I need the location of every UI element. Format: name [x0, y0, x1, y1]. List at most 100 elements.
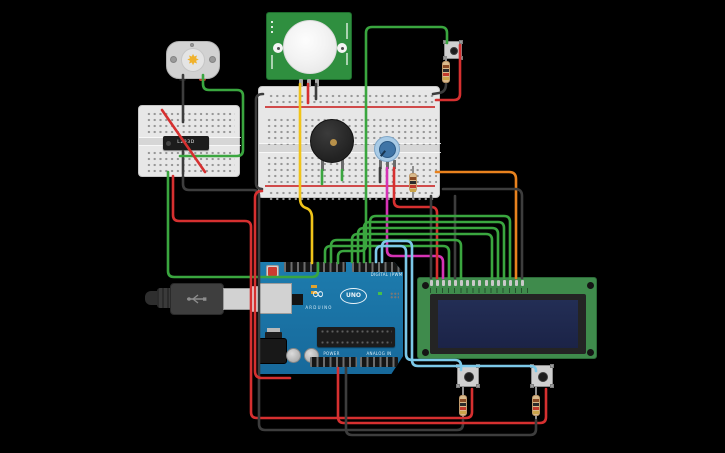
lcd-pin-7[interactable] — [466, 280, 470, 286]
resistor-band — [443, 77, 449, 80]
resistor-band — [533, 411, 539, 414]
usb-port — [258, 283, 292, 314]
breadboard-bottom-rail-line — [265, 185, 435, 187]
chip-notch — [166, 140, 171, 146]
wire-red-mini-diagonal[interactable] — [160, 108, 207, 174]
power-header[interactable] — [310, 357, 357, 367]
buzzer-leg-right — [341, 158, 344, 171]
resistor-band — [533, 399, 539, 402]
potentiometer[interactable] — [374, 136, 400, 162]
wire-red-5v-to-button2[interactable] — [336, 366, 548, 425]
wire-black-mini-to-resistor1[interactable] — [181, 174, 465, 432]
lcd-pins[interactable] — [418, 278, 598, 288]
digital-header-right[interactable] — [352, 262, 403, 272]
wire-magenta-pot-to-lcd3[interactable] — [385, 166, 445, 280]
wire-green-motor[interactable] — [178, 73, 245, 158]
lcd-pin-14[interactable] — [508, 280, 512, 286]
lcd-pin-11[interactable] — [490, 280, 494, 286]
wire-red-rail-to-arduino[interactable] — [253, 189, 292, 380]
pir-sensor[interactable] — [266, 12, 352, 87]
motor-hub — [181, 48, 205, 72]
breadboard-rows-bottom — [265, 154, 437, 183]
reset-button[interactable] — [268, 267, 277, 276]
wire-black-lcd16[interactable] — [441, 187, 524, 280]
resistor-top[interactable] — [442, 61, 450, 83]
resistor-left[interactable] — [459, 395, 467, 416]
regulator-tab — [267, 328, 280, 332]
wire-black-resistor-top[interactable] — [431, 82, 448, 96]
lcd-pin-2[interactable] — [436, 280, 440, 286]
pir-screw-left — [273, 43, 283, 53]
resistor-band — [410, 185, 416, 188]
buzzer-center-dot — [329, 138, 337, 146]
lcd-pin-5[interactable] — [454, 280, 458, 286]
arduino-uno-board[interactable]: DIGITAL (PWM~) ∞ ARDUINO UNO POWER ANALO… — [258, 262, 403, 374]
motor-mount-left — [170, 56, 177, 63]
lcd-screen — [438, 300, 578, 348]
resistor-band — [410, 177, 416, 180]
resistor-right[interactable] — [532, 395, 540, 416]
wire-black-rail-jumper[interactable] — [254, 92, 265, 191]
pir-screw-right — [337, 43, 347, 53]
lcd-pin-15[interactable] — [514, 280, 518, 286]
pot-pin-3 — [393, 160, 396, 169]
lcd-pin-13[interactable] — [502, 280, 506, 286]
on-led — [378, 292, 382, 295]
wire-red-mini-to-button1[interactable] — [171, 174, 474, 420]
resistor-band — [460, 399, 466, 402]
lcd-pin-8[interactable] — [472, 280, 476, 286]
lcd-pin-12[interactable] — [496, 280, 500, 286]
tx-led — [311, 285, 317, 288]
resistor-band — [443, 73, 449, 76]
arduino-model-badge: UNO — [340, 288, 367, 304]
usb-symbol-icon — [187, 294, 207, 304]
wire-black-gnd-to-resistor2[interactable] — [344, 366, 538, 437]
wire-green-lcd11[interactable] — [350, 232, 494, 280]
digital-header-left[interactable] — [284, 262, 346, 272]
wire-yellow-pir-signal[interactable] — [298, 82, 314, 265]
lcd-bezel — [430, 294, 586, 354]
wire-green-mini-to-arduino[interactable] — [166, 170, 320, 279]
lcd-pin-6[interactable] — [460, 280, 464, 286]
resistor-band — [533, 403, 539, 406]
pir-dome — [283, 20, 337, 74]
icsp-header — [390, 292, 399, 299]
wire-red-button-top[interactable] — [434, 43, 462, 102]
lcd-pin-3[interactable] — [442, 280, 446, 286]
lcd-display[interactable] — [417, 277, 597, 359]
resistor-band — [410, 189, 416, 192]
lcd-pin-10[interactable] — [484, 280, 488, 286]
wire-cyan-button2[interactable] — [380, 239, 538, 373]
wire-green-button-top[interactable] — [336, 25, 449, 265]
analog-pins-label: ANALOG IN — [366, 351, 392, 356]
resistor-band — [460, 411, 466, 414]
wire-green-lcd13[interactable] — [362, 220, 506, 280]
capacitor-1 — [286, 348, 301, 363]
smd-component — [292, 294, 303, 305]
wire-green-lcd14[interactable] — [368, 214, 512, 280]
resistor-band — [443, 69, 449, 72]
lcd-pin-16[interactable] — [520, 280, 524, 286]
lcd-pin-9[interactable] — [478, 280, 482, 286]
atmega-chip — [317, 327, 395, 347]
rx-led — [311, 291, 317, 294]
wire-red-to-lcd2[interactable] — [392, 166, 439, 280]
motor-top-nub — [190, 43, 194, 47]
lcd-pin-4[interactable] — [448, 280, 452, 286]
digital-pins-label: DIGITAL (PWM~) — [370, 272, 408, 277]
breadboard[interactable] — [258, 86, 441, 202]
analog-header[interactable] — [360, 357, 398, 367]
resistor-breadboard[interactable] — [409, 173, 417, 192]
piezo-buzzer[interactable] — [310, 119, 354, 163]
usb-strain-relief — [157, 288, 173, 308]
wire-cyan-button1[interactable] — [374, 244, 463, 372]
pot-pin-2 — [386, 160, 389, 169]
arduino-logo-icon: ∞ — [311, 284, 325, 303]
mini-breadboard-rows-bottom — [145, 149, 235, 175]
lcd-pin-1[interactable] — [430, 280, 433, 286]
wire-orange-lcd15[interactable] — [434, 170, 518, 280]
resistor-band — [460, 403, 466, 406]
resistor-band — [443, 65, 449, 68]
wire-green-lcd12[interactable] — [356, 226, 500, 280]
